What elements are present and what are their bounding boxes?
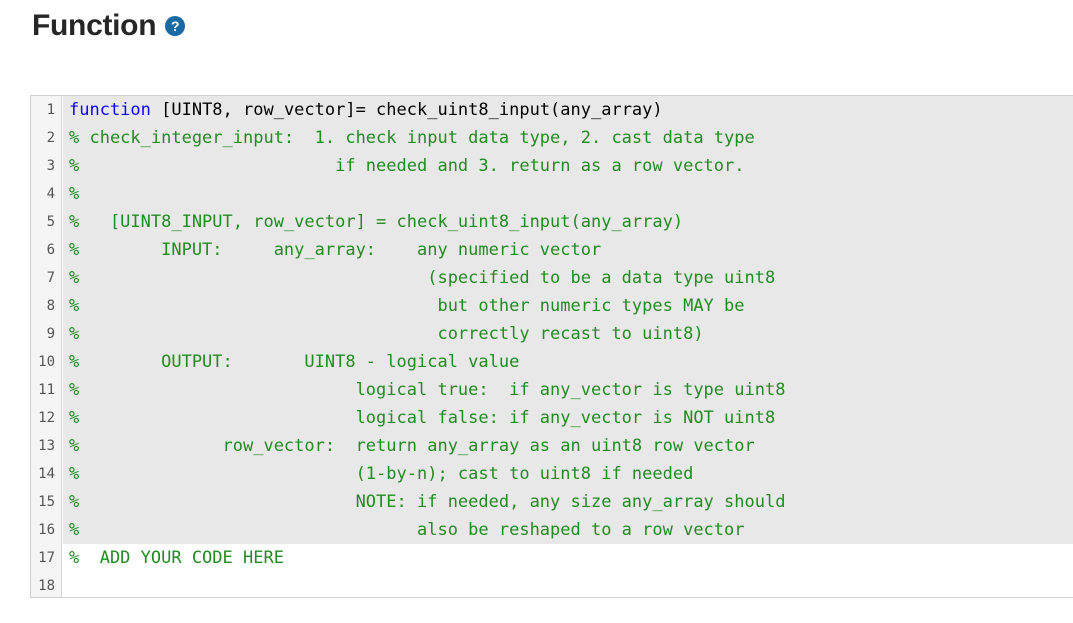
code-editor[interactable]: 1 function [UINT8, row_vector]= check_uin… [30, 95, 1073, 598]
line-number: 3 [46, 158, 55, 174]
line-number: 11 [38, 382, 55, 398]
line-number: 1 [46, 102, 55, 118]
line-number: 6 [46, 242, 55, 258]
code-line[interactable]: 14 % (1-by-n); cast to uint8 if needed [31, 460, 1073, 488]
editable-code-line[interactable]: % ADD YOUR CODE HERE [63, 544, 1073, 572]
code-line[interactable]: 8 % but other numeric types MAY be [31, 292, 1073, 320]
locked-code-line: % (specified to be a data type uint8 [63, 264, 1073, 292]
line-number: 17 [38, 550, 55, 566]
line-number: 13 [38, 438, 55, 454]
locked-code-line: % INPUT: any_array: any numeric vector [63, 236, 1073, 264]
locked-code-line: % [UINT8_INPUT, row_vector] = check_uint… [63, 208, 1073, 236]
comment-token: % also be reshaped to a row vector [69, 520, 745, 540]
code-line[interactable]: 4% [31, 180, 1073, 208]
line-number: 8 [46, 298, 55, 314]
comment-token: % ADD YOUR CODE HERE [69, 548, 284, 568]
page-header: Function ? [32, 6, 186, 46]
keyword-token: function [69, 100, 151, 120]
locked-code-line: function [UINT8, row_vector]= check_uint… [63, 96, 1073, 124]
code-line[interactable]: 16 % also be reshaped to a row vector [31, 516, 1073, 544]
code-line[interactable]: 1 function [UINT8, row_vector]= check_uin… [31, 96, 1073, 124]
locked-code-line: % row_vector: return any_array as an uin… [63, 432, 1073, 460]
comment-token: % if needed and 3. return as a row vecto… [69, 156, 745, 176]
comment-token: % OUTPUT: UINT8 - logical value [69, 352, 520, 372]
line-number: 2 [46, 130, 55, 146]
code-line[interactable]: 18 [31, 572, 1073, 597]
line-number: 4 [46, 186, 55, 202]
page-title: Function [32, 9, 157, 42]
comment-token: % row_vector: return any_array as an uin… [69, 436, 755, 456]
line-number: 12 [38, 410, 55, 426]
question-circle-icon[interactable]: ? [165, 16, 186, 36]
code-token: [UINT8, row_vector]= check_uint8_input(a… [150, 100, 663, 120]
line-number: 15 [38, 494, 55, 510]
locked-code-line: % but other numeric types MAY be [63, 292, 1073, 320]
code-line[interactable]: 12 % logical false: if any_vector is NOT … [31, 404, 1073, 432]
comment-token: % logical true: if any_vector is type ui… [69, 380, 786, 400]
comment-token: % INPUT: any_array: any numeric vector [69, 240, 602, 260]
locked-code-line: % if needed and 3. return as a row vecto… [63, 152, 1073, 180]
locked-code-line: % also be reshaped to a row vector [63, 516, 1073, 544]
line-number: 14 [38, 466, 55, 482]
code-line[interactable]: 5 % [UINT8_INPUT, row_vector] = check_uin… [31, 208, 1073, 236]
comment-token: % (1-by-n); cast to uint8 if needed [69, 464, 694, 484]
locked-code-line: % correctly recast to uint8) [63, 320, 1073, 348]
locked-code-line: % check_integer_input: 1. check input da… [63, 124, 1073, 152]
locked-code-line: % logical false: if any_vector is NOT ui… [63, 404, 1073, 432]
line-number: 16 [38, 522, 55, 538]
comment-token: % [69, 184, 80, 204]
comment-token: % [UINT8_INPUT, row_vector] = check_uint… [69, 212, 684, 232]
line-number: 18 [38, 578, 55, 594]
locked-code-line: % (1-by-n); cast to uint8 if needed [63, 460, 1073, 488]
line-number: 9 [46, 326, 55, 342]
locked-code-line: % logical true: if any_vector is type ui… [63, 376, 1073, 404]
code-line[interactable]: 6 % INPUT: any_array: any numeric vector [31, 236, 1073, 264]
line-number: 5 [46, 214, 55, 230]
line-number: 10 [38, 354, 55, 370]
code-line[interactable]: 17 % ADD YOUR CODE HERE [31, 544, 1073, 572]
comment-token: % check_integer_input: 1. check input da… [69, 128, 755, 148]
code-line[interactable]: 13 % row_vector: return any_array as an u… [31, 432, 1073, 460]
locked-code-line: % [63, 180, 1073, 208]
code-line[interactable]: 2 % check_integer_input: 1. check input d… [31, 124, 1073, 152]
locked-code-line: % OUTPUT: UINT8 - logical value [63, 348, 1073, 376]
code-line[interactable]: 10 % OUTPUT: UINT8 - logical value [31, 348, 1073, 376]
line-number: 7 [46, 270, 55, 286]
code-line[interactable]: 15 % NOTE: if needed, any size any_array … [31, 488, 1073, 516]
code-line[interactable]: 7 % (specified to be a data type uint8 [31, 264, 1073, 292]
comment-token: % logical false: if any_vector is NOT ui… [69, 408, 776, 428]
locked-code-line: % NOTE: if needed, any size any_array sh… [63, 488, 1073, 516]
comment-token: % (specified to be a data type uint8 [69, 268, 776, 288]
code-line[interactable]: 11 % logical true: if any_vector is type … [31, 376, 1073, 404]
comment-token: % NOTE: if needed, any size any_array sh… [69, 492, 786, 512]
line-number-gutter [31, 96, 62, 597]
editable-code-line[interactable] [63, 572, 1073, 597]
code-line[interactable]: 3 % if needed and 3. return as a row vect… [31, 152, 1073, 180]
code-line[interactable]: 9 % correctly recast to uint8) [31, 320, 1073, 348]
comment-token: % correctly recast to uint8) [69, 324, 704, 344]
comment-token: % but other numeric types MAY be [69, 296, 745, 316]
